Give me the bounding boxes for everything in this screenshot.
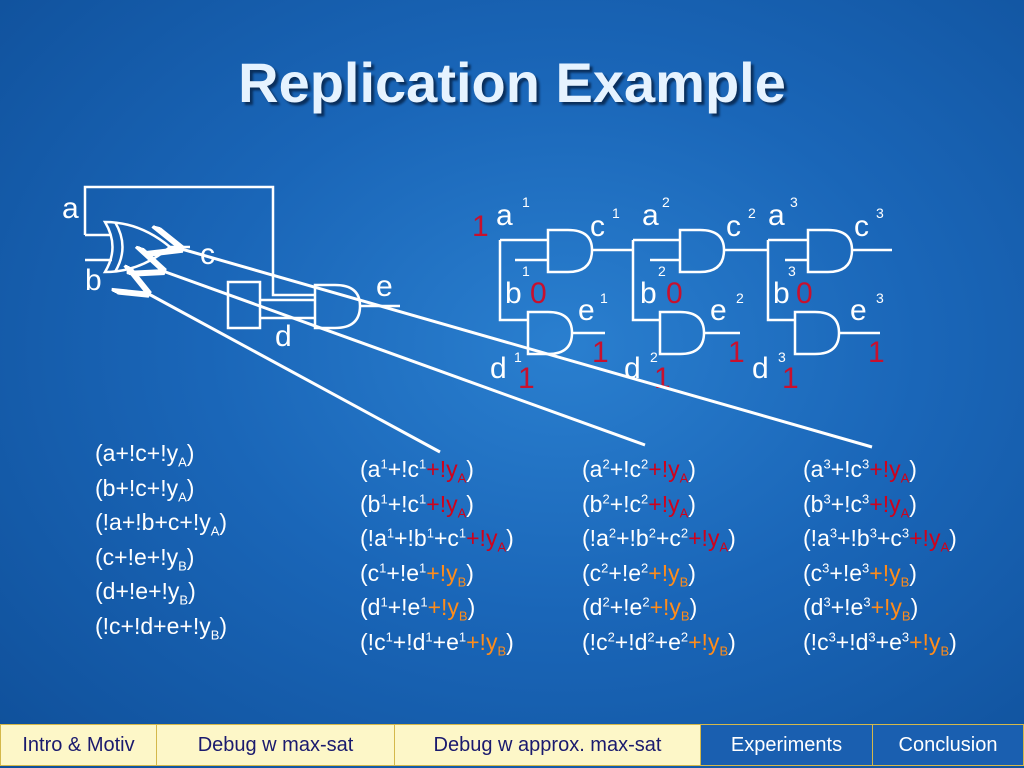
svg-text:3: 3 [790, 194, 798, 210]
replica-clauses-2: (a2+!c2+!yA) (b2+!c2+!yA) (!a2+!b2+c2+!yA)… [582, 452, 736, 659]
input-value-b1: 0 [530, 277, 547, 310]
clause-0: (a+!c+!yA) [95, 440, 195, 470]
label-e2: e [710, 294, 727, 327]
tab-experiments[interactable]: Experiments [701, 725, 873, 765]
label-e3: e [850, 294, 867, 327]
replica-clause: (b3+!c3+!yA) [803, 490, 917, 521]
svg-text:3: 3 [876, 205, 884, 221]
replica-clause: (c3+!e3+!yB) [803, 559, 917, 590]
original-clauses: (a+!c+!yA) (b+!c+!yA) (!a+!b+c+!yA) (c+!… [95, 436, 227, 643]
tab-intro-motiv[interactable]: Intro & Motiv [1, 725, 157, 765]
replica-clause: (a3+!c3+!yA) [803, 456, 917, 486]
replica-clauses-3: (a3+!c3+!yA) (b3+!c3+!yA) (!a3+!b3+c3+!yA)… [803, 452, 957, 659]
svg-text:2: 2 [650, 349, 658, 365]
output-value-e2: 1 [728, 336, 745, 369]
replica-clause: (d1+!e1+!yB) [360, 594, 476, 624]
input-value-b2: 0 [666, 277, 683, 310]
svg-text:1: 1 [514, 349, 522, 365]
replica-clause: (c1+!e1+!yB) [360, 559, 474, 590]
svg-text:1: 1 [522, 263, 530, 279]
svg-text:3: 3 [876, 290, 884, 306]
replica-clause: (a1+!c1+!yA) [360, 456, 474, 486]
arrow-2 [160, 270, 646, 447]
output-value-e1: 1 [592, 336, 609, 369]
replica-clause: (a2+!c2+!yA) [582, 456, 696, 486]
svg-text:1: 1 [522, 194, 530, 210]
label-a3: a [768, 199, 785, 232]
label-b1: b [505, 277, 522, 310]
replica-clause: (!a2+!b2+c2+!yA) [582, 525, 736, 555]
clause-5: (!c+!d+e+!yB) [95, 612, 228, 643]
label-c: c [200, 238, 215, 271]
input-value-d3: 1 [782, 362, 799, 395]
svg-text:1: 1 [612, 205, 620, 221]
replica-clause: (d2+!e2+!yB) [582, 594, 698, 624]
replication-arrows [145, 248, 873, 454]
arrow-3 [178, 248, 873, 449]
replica-clause: (b2+!c2+!yA) [582, 490, 696, 521]
label-e: e [376, 270, 393, 303]
arrow-1 [145, 292, 441, 454]
original-circuit [83, 185, 400, 330]
replica-clause: (!c2+!d2+e2+!yB) [582, 628, 736, 659]
replica-clause: (d3+!e3+!yB) [803, 594, 919, 624]
svg-text:2: 2 [748, 205, 756, 221]
replica-clause: (!a3+!b3+c3+!yA) [803, 525, 957, 555]
and-gate [313, 283, 362, 330]
clause-3: (c+!e+!yB) [95, 543, 195, 574]
label-d3: d [752, 352, 769, 385]
label-b2: b [640, 277, 657, 310]
svg-text:3: 3 [788, 263, 796, 279]
replica-clause: (!c1+!d1+e1+!yB) [360, 628, 514, 659]
label-a1: a [496, 199, 513, 232]
replica-clause: (c2+!e2+!yB) [582, 559, 696, 590]
nav-bar: Intro & Motiv Debug w max-sat Debug w ap… [0, 724, 1024, 766]
label-d: d [275, 320, 292, 353]
replicated-circuit [498, 228, 892, 356]
label-c2: c [726, 210, 741, 243]
label-b3: b [773, 277, 790, 310]
tab-debug-max-sat[interactable]: Debug w max-sat [157, 725, 395, 765]
input-value-b3: 0 [796, 277, 813, 310]
slide-title: Replication Example [238, 51, 786, 114]
input-value-a1: 1 [472, 210, 489, 243]
label-e1: e [578, 294, 595, 327]
svg-text:3: 3 [778, 349, 786, 365]
replica-clauses-1: (a1+!c1+!yA) (b1+!c1+!yA) (!a1+!b1+c1+!yA)… [360, 452, 514, 659]
tab-debug-approx-max-sat[interactable]: Debug w approx. max-sat [395, 725, 701, 765]
replica-clause: (!a1+!b1+c1+!yA) [360, 525, 514, 555]
label-b: b [85, 264, 102, 297]
circuit-diagram: a b c d e 1 a 1 c 1 b 1 0 e [62, 185, 892, 454]
clause-1: (b+!c+!yA) [95, 474, 195, 505]
output-value-e3: 1 [868, 336, 885, 369]
clause-2: (!a+!b+c+!yA) [95, 509, 228, 539]
replica-clause: (!c3+!d3+e3+!yB) [803, 628, 957, 659]
label-a: a [62, 192, 79, 225]
or-gate [102, 220, 172, 274]
svg-text:1: 1 [600, 290, 608, 306]
clause-4: (d+!e+!yB) [95, 578, 196, 608]
label-c1: c [590, 210, 605, 243]
svg-text:2: 2 [736, 290, 744, 306]
replica-clause: (b1+!c1+!yA) [360, 490, 474, 521]
label-a2: a [642, 199, 659, 232]
tab-conclusion[interactable]: Conclusion [873, 725, 1023, 765]
label-d1: d [490, 352, 507, 385]
svg-text:2: 2 [662, 194, 670, 210]
svg-text:2: 2 [658, 263, 666, 279]
label-c3: c [854, 210, 869, 243]
input-value-d1: 1 [518, 362, 535, 395]
